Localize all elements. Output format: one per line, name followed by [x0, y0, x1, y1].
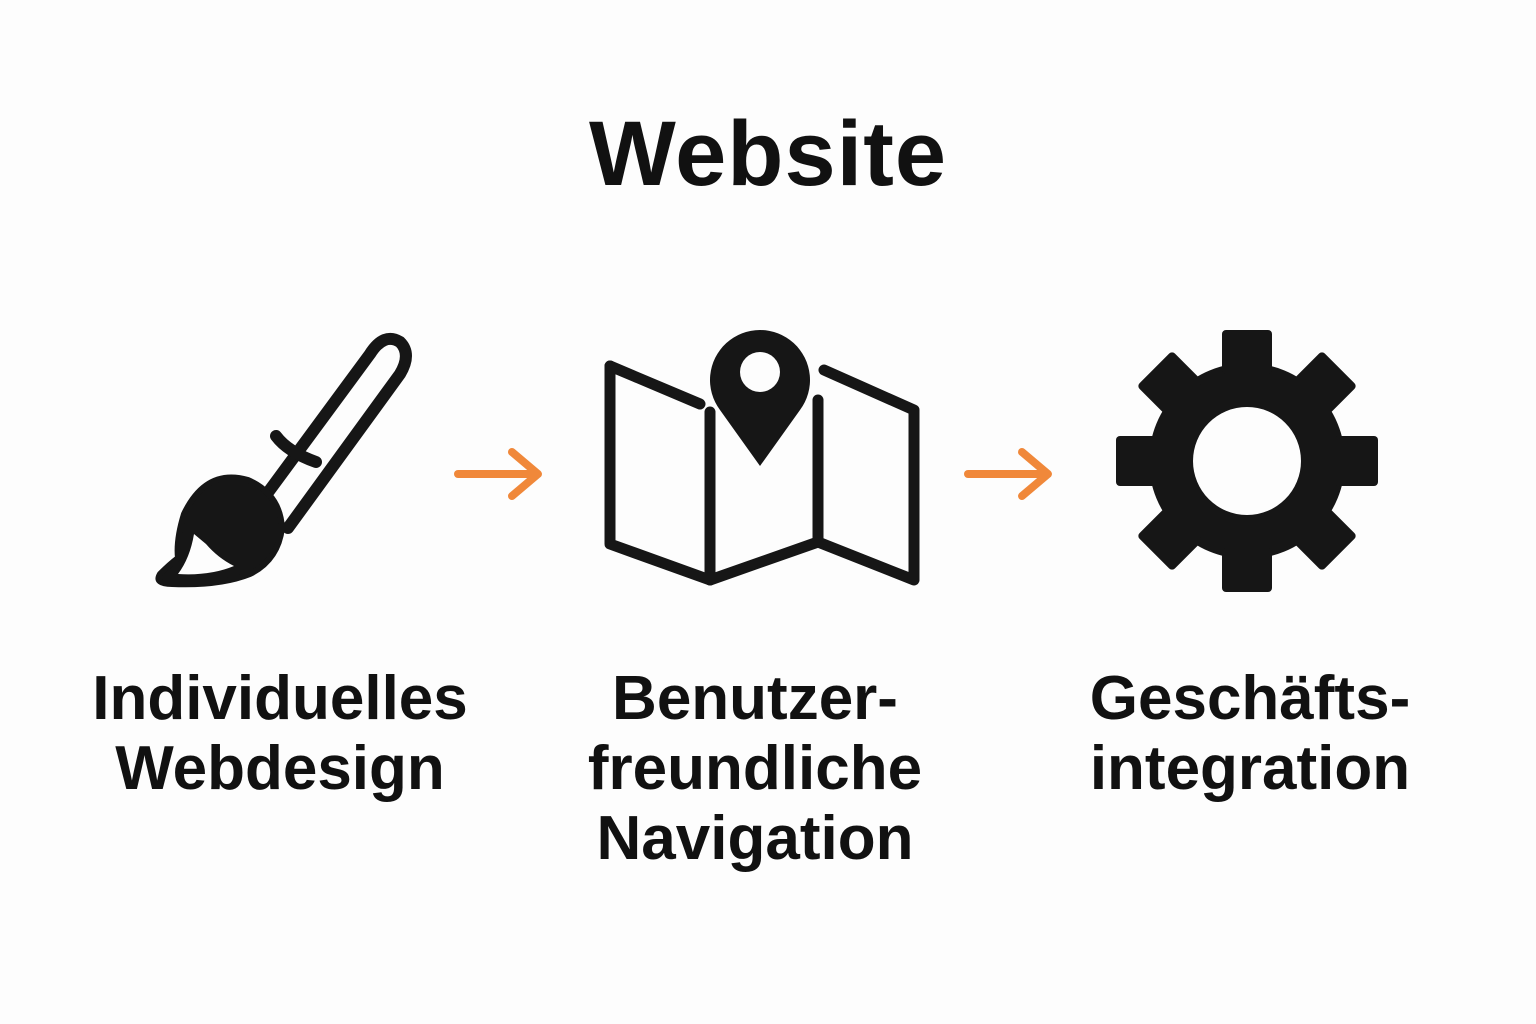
step-label-line: Benutzer- [612, 664, 898, 733]
step-label-line: Individuelles [92, 664, 468, 733]
arrow-right-icon [962, 446, 1058, 502]
step-label-integration: Geschäfts- integration [1030, 664, 1470, 804]
paintbrush-icon [148, 318, 418, 598]
map-pin-icon [596, 318, 926, 603]
step-label-line: Geschäfts- [1089, 664, 1411, 733]
arrow-right-icon [452, 446, 548, 502]
step-label-line: Navigation [596, 804, 914, 873]
step-label-line: freundliche [587, 734, 923, 803]
gear-icon [1112, 326, 1382, 596]
step-label-navigation: Benutzer- freundliche Navigation [535, 664, 975, 874]
diagram-title: Website [588, 103, 948, 205]
step-label-line: integration [1089, 734, 1411, 803]
step-label-webdesign: Individuelles Webdesign [60, 664, 500, 804]
step-label-line: Webdesign [115, 734, 445, 803]
